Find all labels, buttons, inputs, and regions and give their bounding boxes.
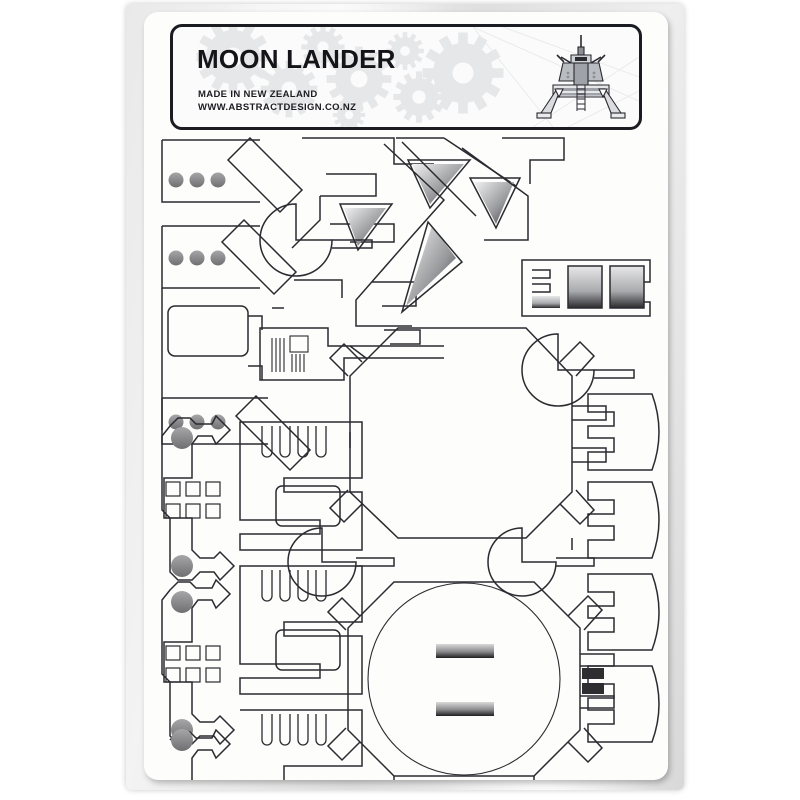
comb-fingers-2 (261, 570, 327, 602)
notched-disc-upper-left (259, 203, 373, 277)
punched-dots-row-2 (168, 250, 226, 266)
x-strut-brace-upper (220, 136, 304, 296)
triangular-leg-strut-b-outline (338, 203, 394, 252)
parts-cut-diagram (161, 136, 660, 780)
landing-pad-leg-assembly-3 (169, 728, 232, 780)
comb-fingers-1 (261, 426, 327, 458)
curved-hull-panel-2 (587, 481, 660, 559)
misc-connector-lines (349, 432, 573, 780)
diagonal-frame-lines (355, 141, 529, 327)
notched-disc-lower-right (487, 527, 595, 597)
engine-slot-upper (436, 644, 494, 658)
grid-squares-block-1 (165, 481, 221, 519)
ladder-rail-comb-3 (240, 709, 363, 780)
triangular-leg-strut-b (344, 208, 386, 246)
window-bay-notches (532, 269, 551, 293)
triangular-leg-strut-a-outline (406, 159, 472, 210)
curved-hull-panel-3 (587, 573, 660, 651)
triangular-leg-strut-c (474, 182, 514, 224)
central-octagon-body (349, 327, 573, 539)
product-label: MOON LANDER MADE IN NEW ZEALAND WWW.ABST… (170, 24, 642, 130)
lunar-module-logo (533, 33, 629, 119)
comb-fingers-3 (261, 714, 327, 746)
x-strut-brace-lower (234, 394, 312, 472)
triangular-leg-strut-c-outline (468, 177, 522, 230)
upper-frame-lines (248, 137, 565, 380)
descent-octagon-tabs (326, 594, 615, 764)
window-cutout-2 (568, 266, 602, 308)
model-kit-card: MOON LANDER MADE IN NEW ZEALAND WWW.ABST… (144, 12, 668, 780)
upper-bracket-strip-1 (161, 139, 260, 203)
window-cutout-3 (610, 266, 644, 308)
window-cutout-outlines (567, 265, 645, 309)
descent-stage-octagon-with-circle (347, 581, 581, 777)
punched-dots-row-1 (168, 172, 226, 188)
grid-squares-block-2 (165, 645, 221, 683)
rounded-rect-window-panel (167, 305, 249, 357)
laser-cut-parts-sheet (144, 130, 668, 780)
ladder-rail-comb-1 (239, 421, 363, 551)
landing-pad-leg-assembly-2 (161, 578, 236, 746)
origin-text: MADE IN NEW ZEALAND (198, 89, 318, 100)
triangular-leg-strut-a (412, 164, 464, 204)
curved-hull-panel-1 (587, 393, 660, 471)
notched-disc-mid-right (521, 333, 635, 407)
notched-disc-lower-left (287, 527, 395, 597)
comb-detail-antenna-part (259, 327, 444, 381)
website-text: WWW.ABSTRACTDESIGN.CO.NZ (198, 102, 357, 113)
side-tab-slots (582, 668, 604, 694)
long-diagonal-strut (406, 226, 456, 306)
curved-hull-panel-4 (587, 665, 660, 743)
page-title: MOON LANDER (197, 44, 396, 74)
window-cutout-1 (532, 296, 560, 308)
ladder-rail-comb-2 (239, 565, 363, 695)
landing-pad-leg-assembly-1 (161, 414, 236, 582)
octagon-tabs (328, 340, 607, 526)
long-diagonal-strut-outline (400, 220, 464, 315)
engine-slot-lower (436, 702, 494, 716)
